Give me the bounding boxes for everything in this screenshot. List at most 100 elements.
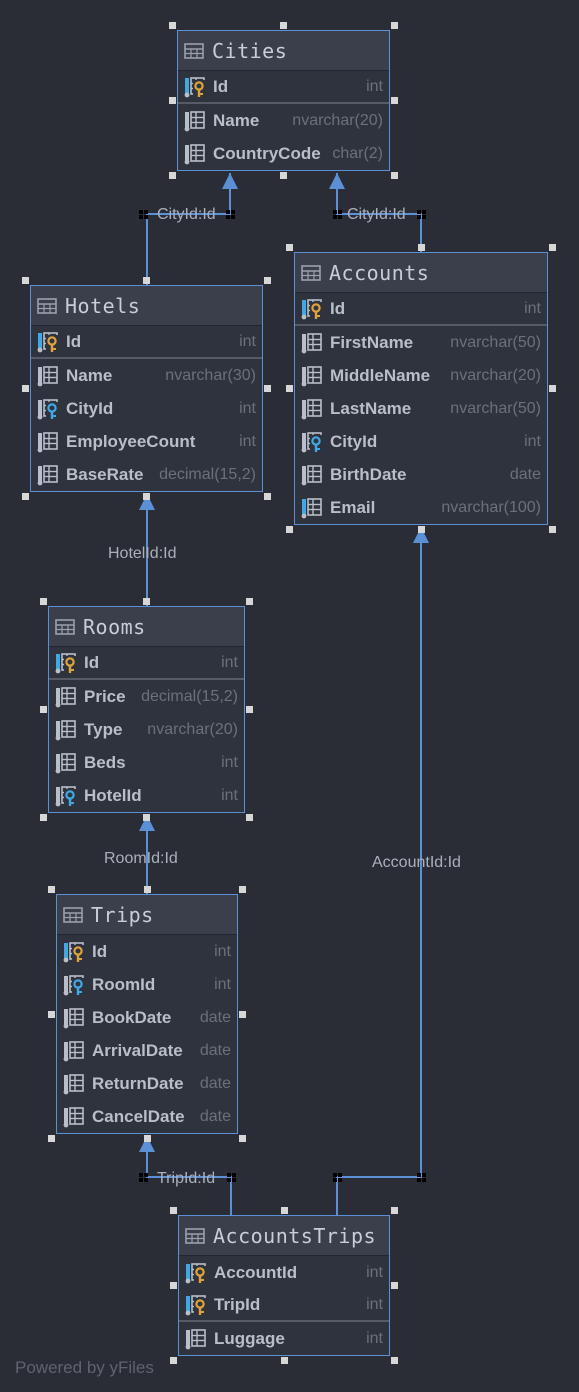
resize-handle[interactable] <box>22 385 29 392</box>
resize-handle[interactable] <box>22 493 29 500</box>
resize-handle[interactable] <box>170 1282 177 1289</box>
resize-handle[interactable] <box>391 1357 398 1364</box>
resize-handle[interactable] <box>549 526 556 533</box>
bend-point-handle[interactable] <box>417 210 426 219</box>
relationship-line[interactable] <box>336 527 422 1215</box>
resize-handle[interactable] <box>40 598 47 605</box>
resize-handle[interactable] <box>170 1357 177 1364</box>
resize-handle[interactable] <box>143 493 150 500</box>
bend-point-handle[interactable] <box>333 1173 342 1182</box>
resize-handle[interactable] <box>280 1357 288 1364</box>
bend-point-handle[interactable] <box>139 1173 148 1182</box>
resize-handle[interactable] <box>280 22 287 29</box>
resize-handle[interactable] <box>143 1135 151 1142</box>
relationship-line[interactable] <box>146 173 231 285</box>
resize-handle[interactable] <box>143 886 151 893</box>
resize-handle[interactable] <box>48 1135 55 1142</box>
resize-handle[interactable] <box>549 385 556 392</box>
resize-handle[interactable] <box>246 706 253 713</box>
resize-handle[interactable] <box>22 277 29 284</box>
resize-handle[interactable] <box>391 1207 398 1214</box>
resize-handle[interactable] <box>391 97 398 104</box>
resize-handle[interactable] <box>239 1010 246 1018</box>
relationship-line[interactable] <box>336 173 422 252</box>
resize-handle[interactable] <box>417 244 425 251</box>
resize-handle[interactable] <box>286 385 293 392</box>
bend-point-handle[interactable] <box>226 210 235 219</box>
resize-handle[interactable] <box>280 1207 288 1214</box>
resize-handle[interactable] <box>417 526 425 533</box>
resize-handle[interactable] <box>391 22 398 29</box>
resize-handle[interactable] <box>286 526 293 533</box>
table-header[interactable]: Accounts <box>295 253 547 293</box>
resize-handle[interactable] <box>280 172 287 179</box>
resize-handle[interactable] <box>40 814 47 821</box>
resize-handle[interactable] <box>549 244 556 251</box>
resize-handle[interactable] <box>169 172 176 179</box>
bend-point-handle[interactable] <box>417 1173 426 1182</box>
relationship-line[interactable] <box>146 1136 232 1215</box>
resize-handle[interactable] <box>239 1135 246 1142</box>
resize-handle[interactable] <box>143 598 150 605</box>
resize-handle[interactable] <box>169 22 176 29</box>
resize-handle[interactable] <box>143 277 150 284</box>
resize-handle[interactable] <box>286 244 293 251</box>
bend-point-handle[interactable] <box>227 1173 236 1182</box>
resize-handle[interactable] <box>170 1207 177 1214</box>
table-header[interactable]: Trips <box>57 895 237 935</box>
bend-point-handle[interactable] <box>333 210 342 219</box>
table-header[interactable]: Hotels <box>31 286 262 326</box>
table-header[interactable]: Cities <box>178 31 389 71</box>
table-header[interactable]: AccountsTrips <box>179 1216 389 1256</box>
resize-handle[interactable] <box>246 598 253 605</box>
resize-handle[interactable] <box>40 706 47 713</box>
resize-handle[interactable] <box>48 886 55 893</box>
resize-handle[interactable] <box>264 277 271 284</box>
resize-handle[interactable] <box>246 814 253 821</box>
resize-handle[interactable] <box>169 97 176 104</box>
resize-handle[interactable] <box>391 1282 398 1289</box>
resize-handle[interactable] <box>391 172 398 179</box>
table-header[interactable]: Rooms <box>49 607 244 647</box>
resize-handle[interactable] <box>48 1010 55 1018</box>
bend-point-handle[interactable] <box>139 210 148 219</box>
resize-handle[interactable] <box>143 814 150 821</box>
resize-handle[interactable] <box>264 385 271 392</box>
resize-handle[interactable] <box>239 886 246 893</box>
resize-handle[interactable] <box>264 493 271 500</box>
